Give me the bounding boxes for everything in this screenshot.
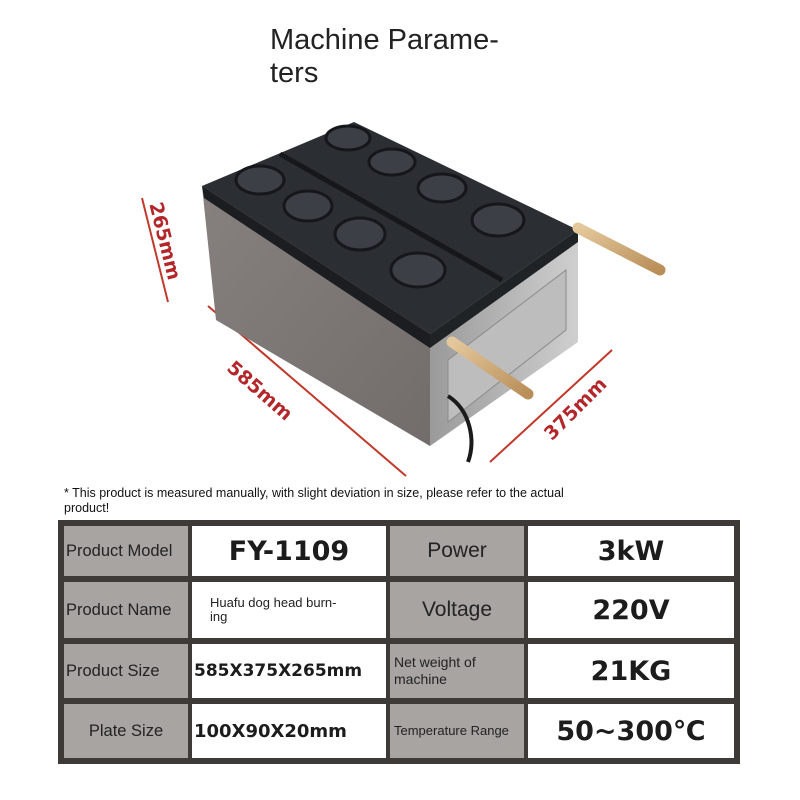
plate-size-label-cell: Plate Size — [64, 704, 188, 758]
product-photo — [141, 122, 666, 477]
net-weight-label-cell: Net weight of machine — [390, 644, 524, 698]
temperature-label: Temperature Range — [394, 723, 509, 738]
product-size-label-cell: Product Size — [64, 644, 188, 698]
power-label: Power — [427, 539, 487, 562]
power-label-cell: Power — [390, 526, 524, 576]
product-name-label-cell: Product Name — [64, 582, 188, 638]
disclaimer-note: * This product is measured manually, wit… — [64, 486, 564, 515]
product-model-label: Product Model — [66, 541, 173, 560]
voltage-label: Voltage — [421, 598, 493, 621]
net-weight-value-cell: 21KG — [528, 644, 734, 698]
page-title: Machine Parame- ters — [270, 24, 499, 89]
spec-table: Product Model FY-1109 Power 3kW Product … — [58, 520, 740, 764]
product-name-value: Huafu dog head burn- ing — [210, 595, 337, 624]
product-size-value: 585X375X265mm — [194, 661, 363, 681]
product-size-label: Product Size — [66, 661, 160, 680]
temperature-value-cell: 50~300℃ — [528, 704, 734, 758]
power-value: 3kW — [597, 535, 665, 567]
product-model-value-cell: FY-1109 — [192, 526, 386, 576]
plate-size-value: 100X90X20mm — [194, 720, 347, 742]
net-weight-label: Net weight of machine — [394, 654, 476, 687]
plate-size-label: Plate Size — [88, 721, 164, 740]
net-weight-value: 21KG — [590, 655, 672, 687]
plate-size-value-cell: 100X90X20mm — [192, 704, 386, 758]
voltage-value: 220V — [592, 594, 670, 626]
power-value-cell: 3kW — [528, 526, 734, 576]
temperature-value: 50~300℃ — [556, 715, 706, 747]
voltage-label-cell: Voltage — [390, 582, 524, 638]
product-name-label: Product Name — [66, 600, 172, 619]
product-size-value-cell: 585X375X265mm — [192, 644, 386, 698]
voltage-value-cell: 220V — [528, 582, 734, 638]
product-model-label-cell: Product Model — [64, 526, 188, 576]
product-name-value-cell: Huafu dog head burn- ing — [192, 582, 386, 638]
product-model-value: FY-1109 — [228, 535, 350, 567]
temperature-label-cell: Temperature Range — [390, 704, 524, 758]
